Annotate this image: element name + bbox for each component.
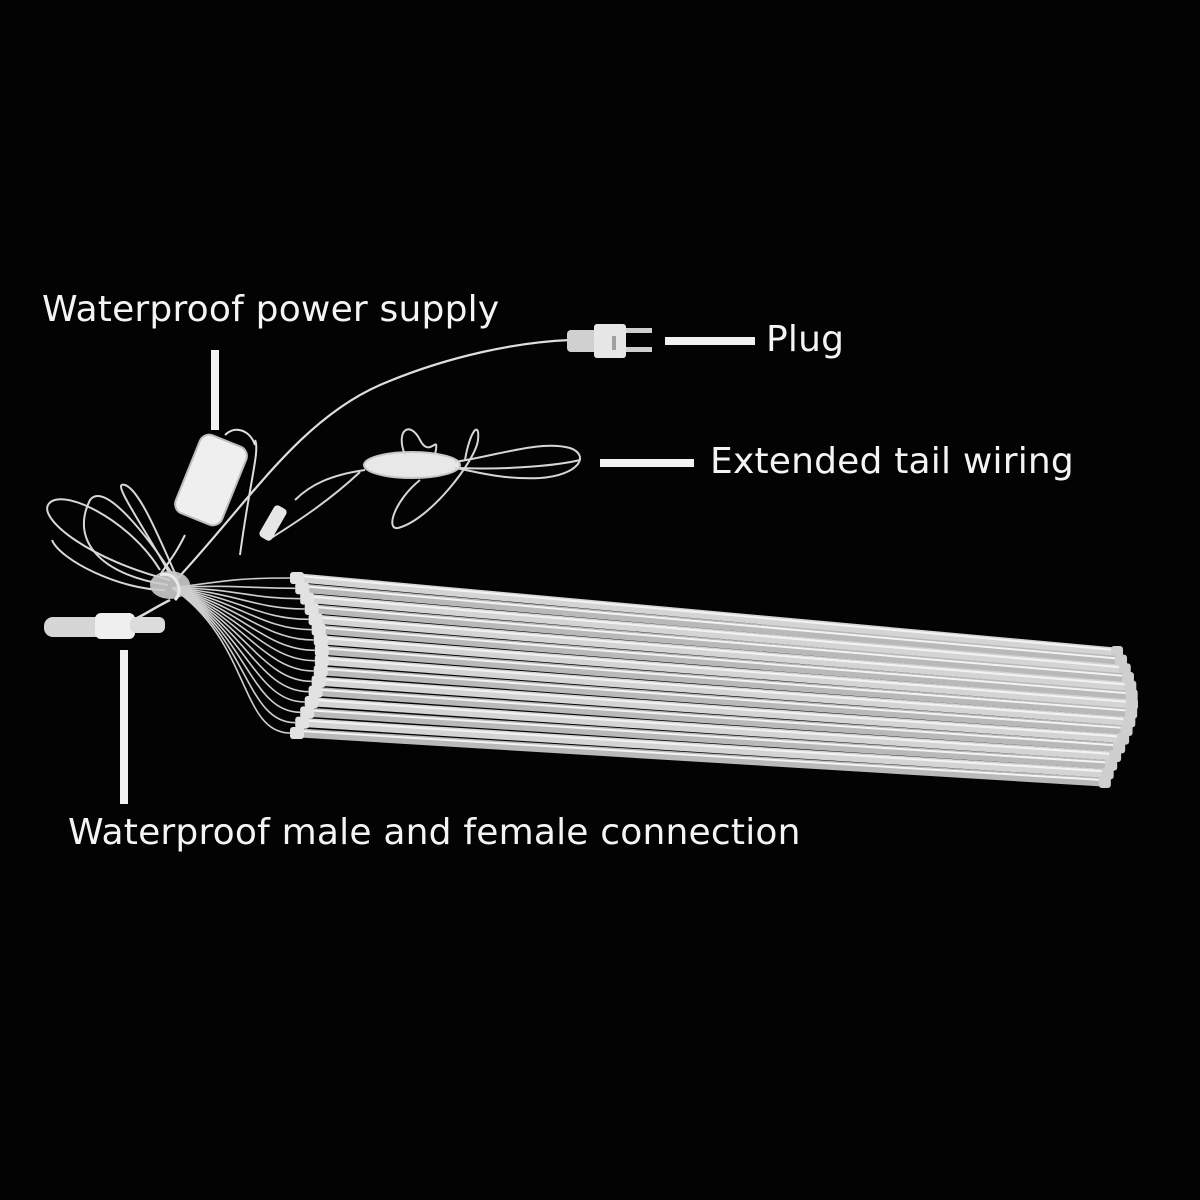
supply-cable: [239, 439, 258, 556]
tube: [308, 613, 1137, 693]
tube-bundle-icon: [290, 572, 1138, 788]
tube: [308, 685, 1126, 754]
fan-wire: [171, 587, 314, 641]
tube: [311, 675, 1130, 745]
fan-wire: [171, 587, 305, 703]
fan-wire: [171, 587, 309, 693]
tube: [300, 706, 1118, 771]
fan-wire: [171, 587, 309, 621]
fan-wire: [171, 585, 296, 590]
fan-wire: [171, 587, 315, 652]
fan-wire: [171, 587, 305, 610]
fan-wire: [171, 587, 312, 631]
cable-loops: [46, 483, 179, 591]
tube: [290, 727, 1111, 788]
plug-leader: [665, 337, 755, 345]
male-female-connector: [44, 598, 171, 639]
tube: [314, 654, 1136, 728]
tail-wiring-label: Extended tail wiring: [710, 441, 1074, 482]
tube: [300, 592, 1131, 676]
fan-wire: [171, 587, 301, 600]
fan-wire: [171, 587, 312, 683]
fan-wire: [171, 587, 314, 672]
tube: [295, 582, 1128, 667]
tube: [313, 665, 1133, 736]
connection-label: Waterproof male and female connection: [68, 812, 801, 853]
connector-icon: [259, 505, 287, 541]
power-box-icon: [159, 428, 256, 576]
plug-cable: [177, 338, 571, 579]
fan-wire: [171, 587, 291, 734]
fan-wire: [171, 587, 315, 662]
tail-wiring: [267, 428, 581, 541]
tail-wiring-leader: [600, 459, 694, 467]
power-supply-label: Waterproof power supply: [42, 289, 500, 330]
tube: [314, 644, 1138, 719]
plug-label: Plug: [766, 319, 845, 360]
power-supply-leader: [211, 350, 219, 430]
fan-wire: [171, 587, 296, 724]
fan-wires: [171, 577, 315, 734]
tube: [311, 623, 1138, 702]
tube: [295, 716, 1114, 780]
fan-wire: [171, 587, 301, 714]
connection-leader: [120, 650, 128, 804]
plug-icon: [567, 324, 652, 358]
